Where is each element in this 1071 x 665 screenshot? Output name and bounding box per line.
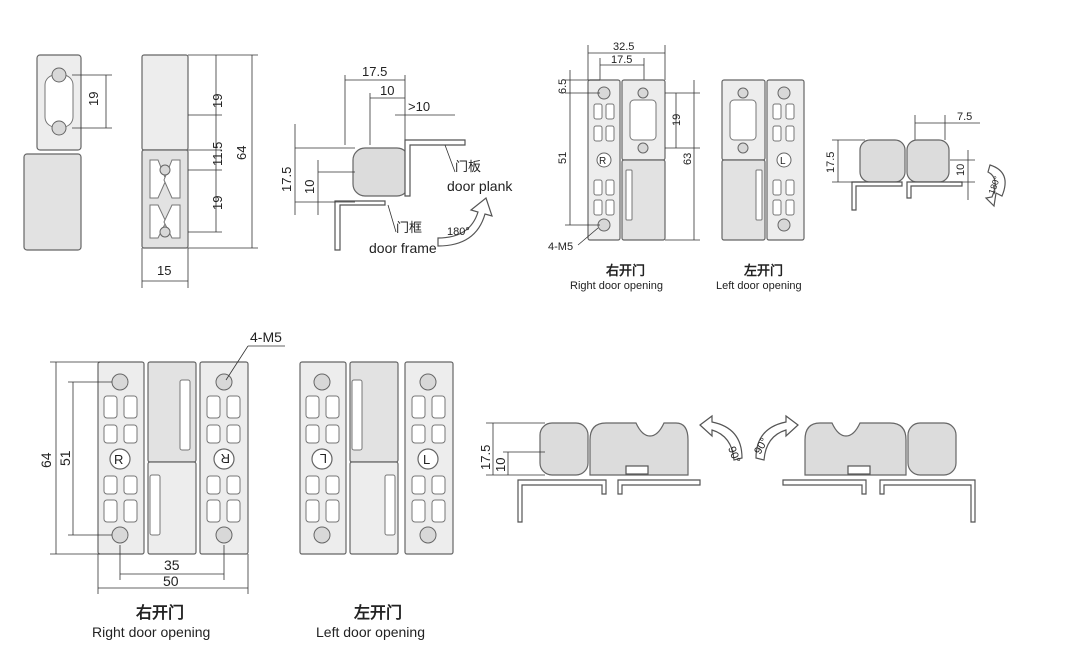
label-door-frame-en: door frame [369,240,437,256]
mark-l-small: L [780,156,786,167]
dim-17-5-top: 17.5 [362,64,387,79]
dim-17-5-right: 17.5 [825,152,837,173]
rotation-180-icon-b [984,164,1006,208]
dim-32-5: 32.5 [613,41,634,53]
dim-15: 15 [157,263,171,278]
dim-6-5: 6.5 [557,79,569,94]
caption-right-en-small: Right door opening [570,280,663,292]
front-view-64: 19 11.5 19 64 15 [141,54,258,288]
dim-50: 50 [163,573,179,589]
dim-17-5-bottom: 17.5 [478,445,493,470]
dim-51-large: 51 [57,450,73,466]
mark-r-small: R [599,156,606,167]
rotation-180-icon [437,196,493,247]
side-view-small: 19 [23,54,112,251]
dim-17-5-left: 17.5 [279,167,294,192]
caption-right-cn-small: 右开门 [605,263,645,278]
caption-right-cn-large: 右开门 [136,603,184,622]
dim-63: 63 [682,153,694,165]
label-door-frame-cn: 门框 [396,220,422,235]
rotation-90-icon-b [755,414,799,461]
caption-left-cn-small: 左开门 [744,263,783,278]
mark-r-large-a: R [114,452,123,467]
large-left-door-opening: L L 左开门 Left door opening [299,361,454,640]
large-right-door-opening: R R 4-M5 64 51 35 [38,329,285,640]
caption-right-en-large: Right door opening [92,624,210,640]
dim-19-a: 19 [86,92,101,106]
dim-10-left: 10 [302,180,317,194]
label-angle-90-a: 90° [725,445,742,465]
caption-left-cn-large: 左开门 [353,603,402,622]
dim-19-small: 19 [671,114,683,126]
mark-l-large-a: L [320,451,327,466]
dim-51-small: 51 [557,152,569,164]
small-door-opening-views: 32.5 17.5 R 6.5 51 4-M5 [548,41,805,292]
label-door-plank-en: door plank [447,178,513,194]
dim-10-right: 10 [955,164,967,176]
dim-35: 35 [164,557,180,573]
dim-64-a: 64 [234,146,249,160]
caption-left-en-large: Left door opening [316,624,425,640]
installation-section-view: 17.5 10 >10 17.5 10 门板 door plank 门框 doo… [279,64,513,256]
dim-m5-large: 4-M5 [250,329,282,345]
label-door-plank-cn: 门板 [455,159,481,174]
dim-m5-small: 4-M5 [548,241,573,253]
small-side-view-180: 7.5 17.5 10 180° [825,111,1006,211]
dim-64-large: 64 [38,452,54,468]
dim-7-5: 7.5 [957,111,972,123]
dim-10-bottom: 10 [493,458,508,472]
dim-19-c: 19 [210,196,225,210]
mark-r-large-b: R [221,451,230,466]
caption-left-en-small: Left door opening [716,280,802,292]
dim-17-5-small: 17.5 [611,54,632,66]
mark-l-large-b: L [423,452,430,467]
label-angle-180-a: 180° [447,226,470,238]
rotation-90-icon-a [699,414,743,461]
dim-19-b: 19 [210,94,225,108]
dim-11-5: 11.5 [210,142,225,166]
rotation-90-side-views: 17.5 10 90° 90° [478,414,976,523]
dim-10-top: 10 [380,83,394,98]
dim-gt10: >10 [408,99,430,114]
